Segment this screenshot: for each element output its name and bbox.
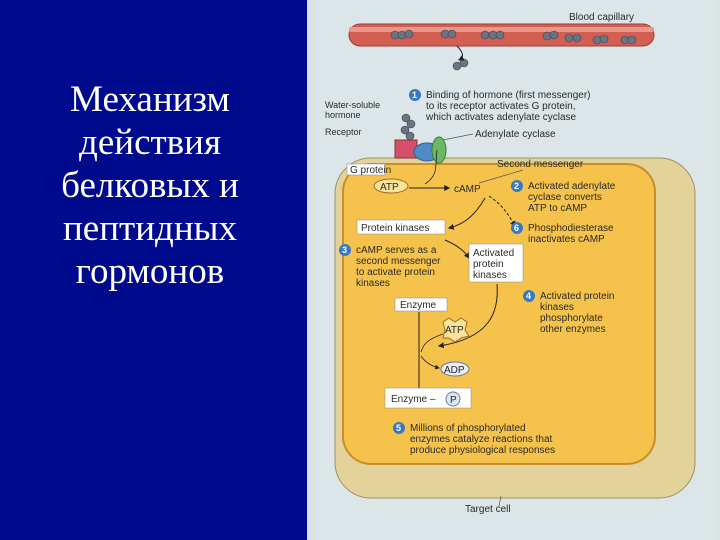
step-4-line1: Activated protein xyxy=(540,291,615,302)
activated-kinases-line3: kinases xyxy=(473,270,507,281)
kinase-activation-arrow xyxy=(444,239,470,259)
step-6-line2: inactivates cAMP xyxy=(528,234,605,245)
phosphate-label: P xyxy=(450,395,457,406)
camp-to-kinase-arrow xyxy=(447,197,486,230)
cell-cytoplasm xyxy=(342,163,656,465)
enzyme-label: Enzyme xyxy=(400,300,437,311)
bound-hormone-molecules xyxy=(400,113,416,141)
hormone-molecules xyxy=(390,29,637,71)
step-4-line4: other enzymes xyxy=(540,324,606,335)
water-soluble-hormone-label-line2: hormone xyxy=(325,110,361,120)
slide-title: Механизм действия белковых и пептидных г… xyxy=(61,79,239,292)
step-4-number: 4 xyxy=(526,291,531,301)
step-3-line3: to activate protein xyxy=(356,267,435,278)
capillary-highlight xyxy=(349,27,654,32)
receptor-label: Receptor xyxy=(325,127,362,137)
atp-molecule-2 xyxy=(442,317,470,343)
adenylate-cyclase-label: Adenylate cyclase xyxy=(475,129,556,140)
step-2-line1: Activated adenylate xyxy=(528,181,616,192)
step-2-line3: ATP to cAMP xyxy=(528,203,587,214)
step-6-line1: Phosphodiesterase xyxy=(528,223,614,234)
g-protein-label: G protein xyxy=(350,165,391,176)
adp-release-arrow xyxy=(420,355,440,370)
cyclase-action-arrow xyxy=(424,149,438,185)
step-3-line4: kinases xyxy=(356,278,390,289)
diagram-canvas: Blood capillary Water-soluble hormone Re… xyxy=(315,0,715,540)
step-2-line2: cyclase converts xyxy=(528,192,602,203)
receptor-protein xyxy=(394,139,418,159)
atp-label-1: ATP xyxy=(380,182,399,193)
step-1-badge xyxy=(409,89,421,101)
step-4-line3: phosphorylate xyxy=(540,313,603,324)
step-5-line3: produce physiological responses xyxy=(410,445,555,456)
enzyme-box xyxy=(394,297,448,312)
target-cell-label: Target cell xyxy=(465,504,511,515)
camp-label: cAMP xyxy=(454,184,481,195)
step-1-line3: which activates adenylate cyclase xyxy=(425,112,577,123)
second-messenger-pointer xyxy=(478,169,524,184)
target-cell-pointer xyxy=(498,495,502,507)
step-1-number: 1 xyxy=(412,90,417,100)
step-2-badge xyxy=(511,180,523,192)
phosphate-group xyxy=(445,391,461,407)
activated-kinases-line2: protein xyxy=(473,259,504,270)
step-5-line1: Millions of phosphorylated xyxy=(410,423,526,434)
atp-use-arrow xyxy=(420,333,444,353)
adp-label: ADP xyxy=(444,365,465,376)
atp-label-2: ATP xyxy=(445,325,464,336)
step-5-number: 5 xyxy=(396,423,401,433)
step-6-badge xyxy=(511,222,523,234)
step-6-number: 6 xyxy=(514,223,519,233)
camp-inactivation-arrow xyxy=(488,195,516,228)
g-protein-box xyxy=(346,163,386,176)
step-3-line1: cAMP serves as a xyxy=(356,245,437,256)
activated-kinases-box xyxy=(468,243,524,283)
step-4-line2: kinases xyxy=(540,302,574,313)
hormone-mechanism-figure: Blood capillary Water-soluble hormone Re… xyxy=(307,0,720,540)
protein-kinases-label: Protein kinases xyxy=(361,223,429,234)
kinase-to-enzyme-arrow xyxy=(437,283,498,349)
step-4-badge xyxy=(523,290,535,302)
atp-molecule-1 xyxy=(373,178,409,194)
step-3-number: 3 xyxy=(342,245,347,255)
second-messenger-label: Second messenger xyxy=(497,159,584,170)
step-2-number: 2 xyxy=(514,181,519,191)
activated-kinases-line1: Activated xyxy=(473,248,514,259)
adenylate-cyclase-shape xyxy=(431,136,447,164)
phosphorylated-enzyme-label: Enzyme – xyxy=(391,394,436,405)
water-soluble-hormone-label-line1: Water-soluble xyxy=(325,100,380,110)
step-3-line2: second messenger xyxy=(356,256,441,267)
blood-capillary-label: Blood capillary xyxy=(569,12,634,23)
step-3-badge xyxy=(339,244,351,256)
protein-kinases-box xyxy=(356,219,446,235)
hormone-release-arrow xyxy=(456,45,465,61)
adp-molecule xyxy=(440,361,470,377)
step-5-line2: enzymes catalyze reactions that xyxy=(410,434,553,445)
step-1-line1: Binding of hormone (first messenger) xyxy=(426,90,591,101)
adenylate-cyclase-pointer xyxy=(442,133,474,141)
step-5-badge xyxy=(393,422,405,434)
step-1-line2: to its receptor activates G protein, xyxy=(426,101,576,112)
